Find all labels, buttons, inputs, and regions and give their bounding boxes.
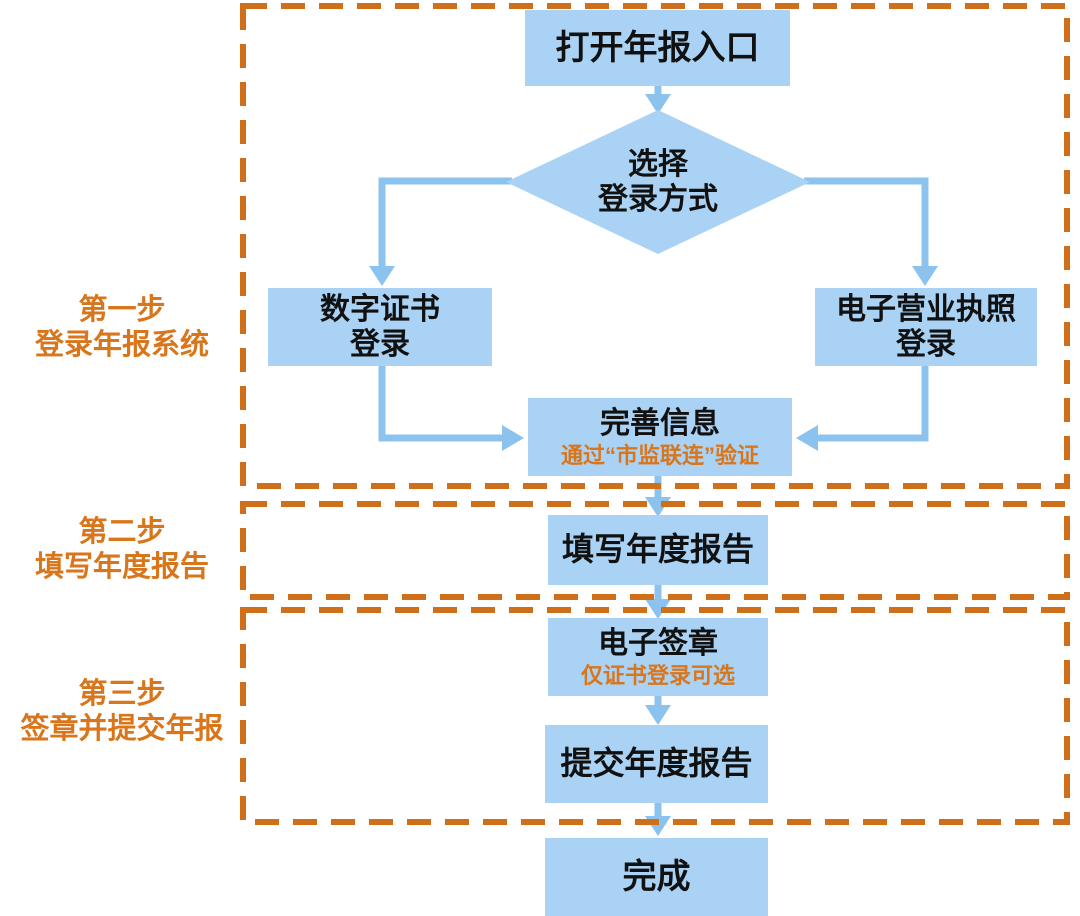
node-esign-label: 电子签章 xyxy=(598,626,718,660)
node-submit-report: 提交年度报告 xyxy=(545,725,768,803)
step1-label-line1: 第一步 xyxy=(78,294,166,326)
node-complete-info: 完善信息 通过“市监联连”验证 xyxy=(528,398,792,476)
node-choose-login: 选择 登录方式 xyxy=(558,142,758,222)
step1-label: 第一步 登录年报系统 xyxy=(0,293,244,364)
step3-dashed-frame xyxy=(240,607,1070,825)
node-complete-info-label: 完善信息 xyxy=(600,406,720,440)
connector-license-to-info xyxy=(818,363,929,442)
node-complete-info-note: 通过“市监联连”验证 xyxy=(560,443,759,469)
node-open-entry-label: 打开年报入口 xyxy=(555,28,760,67)
arrowhead-diamond-to-license xyxy=(912,266,938,286)
node-choose-login-line1: 选择 xyxy=(628,147,688,181)
step1-dashed-frame xyxy=(240,3,1070,489)
node-done: 完成 xyxy=(545,838,768,916)
arrowhead-open-to-diamond xyxy=(645,94,671,114)
node-license-login-line1: 电子营业执照 xyxy=(836,292,1016,326)
node-choose-login-line2: 登录方式 xyxy=(598,183,718,216)
node-license-login: 电子营业执照 登录 xyxy=(815,288,1037,366)
step2-label-line1: 第二步 xyxy=(78,516,166,548)
step2-label-line2: 填写年度报告 xyxy=(34,551,209,584)
step1-label-line2: 登录年报系统 xyxy=(34,329,209,362)
node-fill-report-label: 填写年度报告 xyxy=(561,531,754,568)
step2-dashed-frame xyxy=(240,501,1070,600)
node-esign-note: 仅证书登录可选 xyxy=(580,663,735,689)
arrowhead-diamond-to-cert xyxy=(369,266,395,286)
decision-diamond xyxy=(506,110,810,254)
node-esign: 电子签章 仅证书登录可选 xyxy=(548,618,768,696)
step3-label-line2: 签章并提交年报 xyxy=(20,713,224,746)
node-cert-login-line2: 登录 xyxy=(350,328,410,361)
node-done-label: 完成 xyxy=(622,857,691,896)
node-submit-report-label: 提交年度报告 xyxy=(560,745,753,782)
node-license-login-line2: 登录 xyxy=(896,328,956,361)
step2-label: 第二步 填写年度报告 xyxy=(0,515,244,586)
node-cert-login-line1: 数字证书 xyxy=(320,292,440,326)
arrowhead-esign-to-submit xyxy=(645,705,671,725)
node-fill-report: 填写年度报告 xyxy=(548,515,768,585)
connector-diamond-to-cert xyxy=(378,177,512,266)
arrowhead-cert-to-info xyxy=(502,425,524,451)
arrowhead-fill-to-esign xyxy=(645,599,671,619)
node-cert-login: 数字证书 登录 xyxy=(268,288,492,366)
arrowhead-license-to-info xyxy=(796,425,818,451)
node-open-entry: 打开年报入口 xyxy=(525,10,790,86)
connector-cert-to-info xyxy=(378,363,502,442)
step3-label: 第三步 签章并提交年报 xyxy=(0,677,244,748)
connector-diamond-to-license xyxy=(804,177,929,266)
step3-label-line1: 第三步 xyxy=(78,678,166,710)
